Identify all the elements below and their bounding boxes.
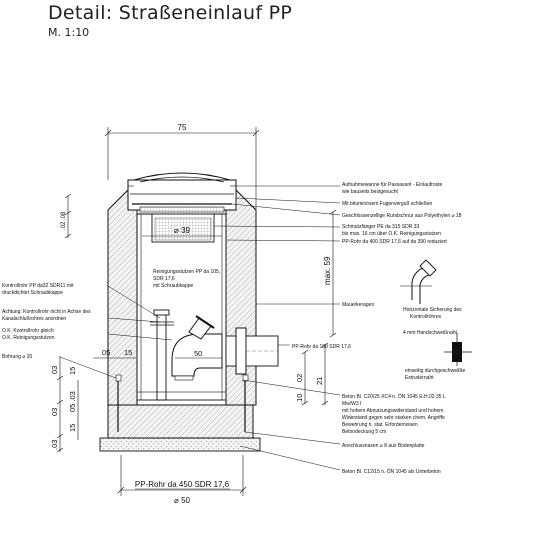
outlet-pipe	[225, 327, 279, 375]
label-round-cord: Geschlossenzellige Rundschnur aus Polyet…	[342, 213, 462, 219]
label-pp-pipe-180: PP-Rohr da 180 SDR 17,6	[292, 344, 351, 350]
drawing-title: Detail: Straßeneinlauf PP	[48, 2, 293, 24]
dim-50: 50	[194, 349, 202, 358]
label-hand-weld: 4 mm Handschweißnaht	[403, 330, 458, 336]
label-concrete-1: Beton Bl. C20/25 XC4 n. ÖN 1045 E.H.02 3…	[342, 393, 446, 400]
dim-left-top: .02 .08	[61, 211, 67, 230]
label-receiving-tray-2: wie bauseits bestgesucht	[342, 189, 398, 195]
drawing-scale: M. 1:10	[48, 26, 90, 39]
base-plate	[107, 404, 254, 439]
dim-left-15b: 15	[68, 424, 77, 432]
leader-lines	[59, 185, 341, 471]
label-warning-2: Kanalschlußrohres anordnen	[2, 316, 66, 322]
horizontal-fixing-detail	[400, 259, 437, 304]
label-pp-pipe-400: PP-Rohr da 400 SDR 17,6 auf da 390 reduz…	[342, 239, 447, 245]
bottom-pipe-label: PP-Rohr da 450 SDR 17,6	[135, 480, 230, 489]
label-concrete-3: mit hohem Abnutzungswiderstand und hohem	[342, 408, 443, 414]
dim-10: .10	[295, 394, 304, 404]
dim-21: 21	[315, 377, 324, 385]
dim-left-03c: .03	[50, 440, 59, 450]
inlet-grate	[127, 172, 237, 213]
label-concrete-6: Betondeckung 5 cm	[342, 429, 386, 435]
label-lean-concrete: Beton Bl. C12/15 n. ÖN 1045 als Unterbet…	[342, 468, 441, 475]
anchor-bars	[115, 374, 249, 432]
label-receiving-tray-1: Aufnahmewanne für Passavant - Einlaufros…	[342, 182, 443, 188]
label-ok-control-1: O.K. Kontrollrohr gleich	[2, 328, 54, 334]
label-concrete-2: Mw/W3 I	[342, 401, 361, 407]
label-warning-1: Achtung: Kontrollrohr nicht in Achse des	[2, 309, 91, 315]
dim-top-width: 75	[178, 123, 187, 132]
bottom-slab	[99, 437, 261, 452]
label-cleaning-spigot-3: mit Schraubkappe	[153, 283, 194, 289]
dirt-catcher-basket	[151, 213, 215, 243]
dim-left-15: 15	[68, 367, 77, 375]
dim-left-03b: 03	[50, 408, 59, 416]
dim-02: 02	[295, 374, 304, 382]
label-concrete-5: Bewehrung n. stat. Erfordernissen	[342, 422, 418, 428]
label-bitumen-joint: Mit bituminösem Fugenverguß schließen	[342, 201, 433, 207]
weld-seam-detail	[444, 333, 472, 366]
dim-bottom-diameter: ⌀ 50	[174, 496, 190, 505]
dim-15: 15	[124, 348, 132, 357]
label-cleaning-spigot-1: Reinigungsstutzen PP da 105,	[153, 269, 220, 275]
dim-left-03: 03	[50, 366, 59, 374]
label-ok-control-2: O.K. Reinigungsstutzen	[2, 335, 55, 341]
label-wall-collar: Mauerkeragen	[342, 302, 374, 308]
label-dirt-catcher-2: bis max. 16 cm über O.K. Reinigungsstutz…	[342, 231, 441, 237]
label-extruder-1: einseitig durchgeschweißte	[405, 368, 466, 374]
dim-left-05-03: 05 .03	[68, 391, 77, 412]
label-drilling: Bohrung ⌀ 20	[2, 354, 32, 360]
label-cleaning-spigot-2: SDR 17,6	[153, 276, 175, 282]
dim-05: 05	[102, 348, 110, 357]
dimension-lines	[56, 127, 337, 496]
label-horizontal-fixing-1: Horizontale Sicherung des	[403, 307, 462, 313]
label-extruder-2: Extrudernaht	[405, 375, 434, 381]
label-anchor-bars: Anschlussnasen ⌀ 8 aus Bodenplatte	[342, 443, 425, 449]
label-control-tube-2: druckdichter Schraubkappe	[2, 290, 63, 296]
label-control-tube-1: Kontrollrohr PP da32 SDR11 mit	[2, 283, 74, 289]
dim-inner-diameter: ⌀ 39	[174, 226, 190, 235]
label-concrete-4: Widerstand gegen sehr starken chem. Angr…	[342, 415, 445, 421]
dim-max59: max. 59	[323, 256, 332, 285]
cleaning-spigot	[171, 315, 223, 381]
label-horizontal-fixing-2: Kontrollrohres	[410, 314, 442, 320]
label-dirt-catcher-1: Schmutzfänger PE da 315 SDR 33	[342, 224, 419, 230]
